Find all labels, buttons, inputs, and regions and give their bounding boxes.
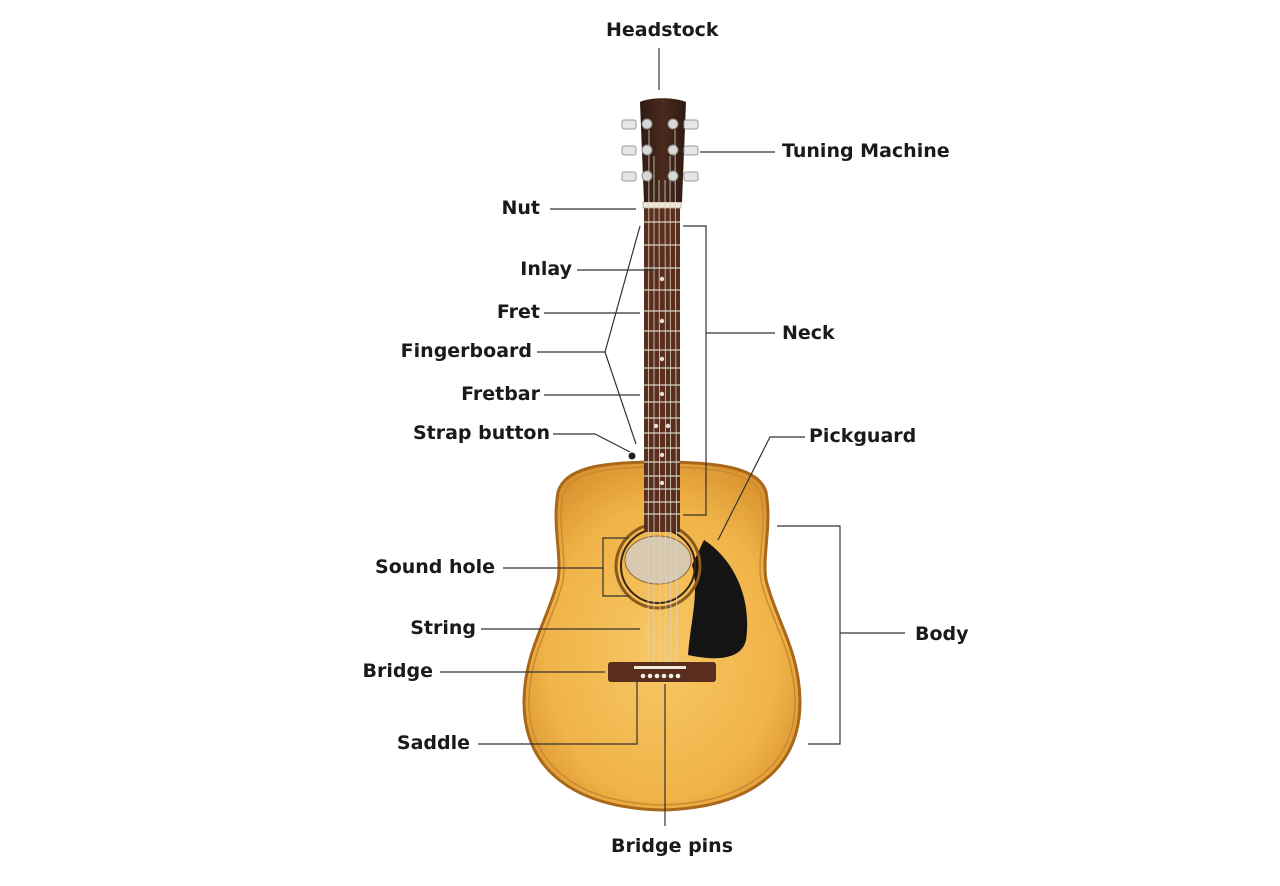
leader-lines xyxy=(440,48,905,826)
guitar-strings xyxy=(647,129,678,675)
label-fretbar: Fretbar xyxy=(461,383,540,405)
fingerboard-shape xyxy=(644,207,680,532)
label-body: Body xyxy=(915,623,969,645)
guitar-body xyxy=(522,460,802,812)
tuner-pegs xyxy=(621,118,699,182)
label-saddle: Saddle xyxy=(396,732,470,754)
bridge-shape xyxy=(608,662,716,682)
inlay-dots xyxy=(653,276,671,486)
label-strap-button: Strap button xyxy=(412,422,550,444)
label-neck: Neck xyxy=(782,322,835,344)
label-pickguard: Pickguard xyxy=(809,425,917,447)
label-headstock: Headstock xyxy=(606,19,719,41)
saddle-shape xyxy=(634,666,686,669)
body-binding xyxy=(528,466,796,806)
bridge-pin-dots xyxy=(640,673,681,679)
fretbars xyxy=(644,221,680,515)
label-sound-hole: Sound hole xyxy=(375,556,495,578)
label-bridge: Bridge xyxy=(362,660,433,682)
strap-button-shape xyxy=(628,452,636,460)
sound-hole-shape xyxy=(624,535,692,585)
label-fingerboard: Fingerboard xyxy=(400,340,532,362)
label-tuning-machine: Tuning Machine xyxy=(782,140,950,162)
label-string: String xyxy=(410,617,476,639)
label-inlay: Inlay xyxy=(520,258,572,280)
label-nut: Nut xyxy=(501,197,540,219)
pickguard-shape xyxy=(688,540,748,659)
label-fret: Fret xyxy=(496,301,540,323)
label-bridge-pins: Bridge pins xyxy=(611,835,734,857)
